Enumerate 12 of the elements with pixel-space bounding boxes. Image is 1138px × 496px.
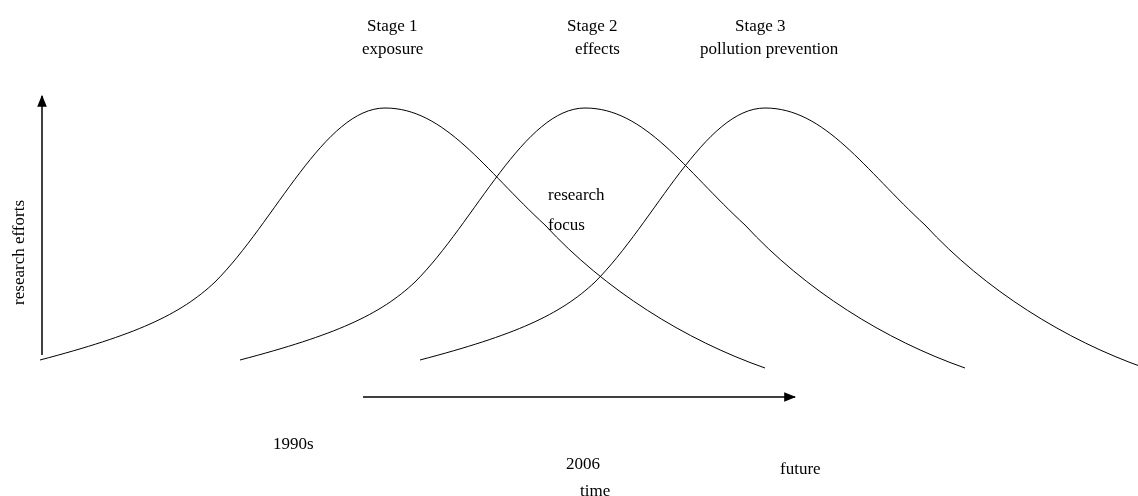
time-label: 2006 (566, 453, 600, 474)
stage-label: Stage 1 (367, 15, 418, 36)
axis-label: time (580, 480, 611, 496)
stage-topic: exposure (362, 38, 424, 59)
stage-label: Stage 3 (735, 15, 786, 36)
annotation-text: research focus (548, 184, 606, 236)
time-label: 1990s (273, 433, 314, 454)
time-label: future (780, 458, 821, 479)
axis-label: research efforts (8, 200, 29, 305)
stage-topic: effects (575, 38, 620, 59)
stage-label: Stage 2 (567, 15, 618, 36)
stage-topic: pollution prevention (700, 38, 839, 59)
